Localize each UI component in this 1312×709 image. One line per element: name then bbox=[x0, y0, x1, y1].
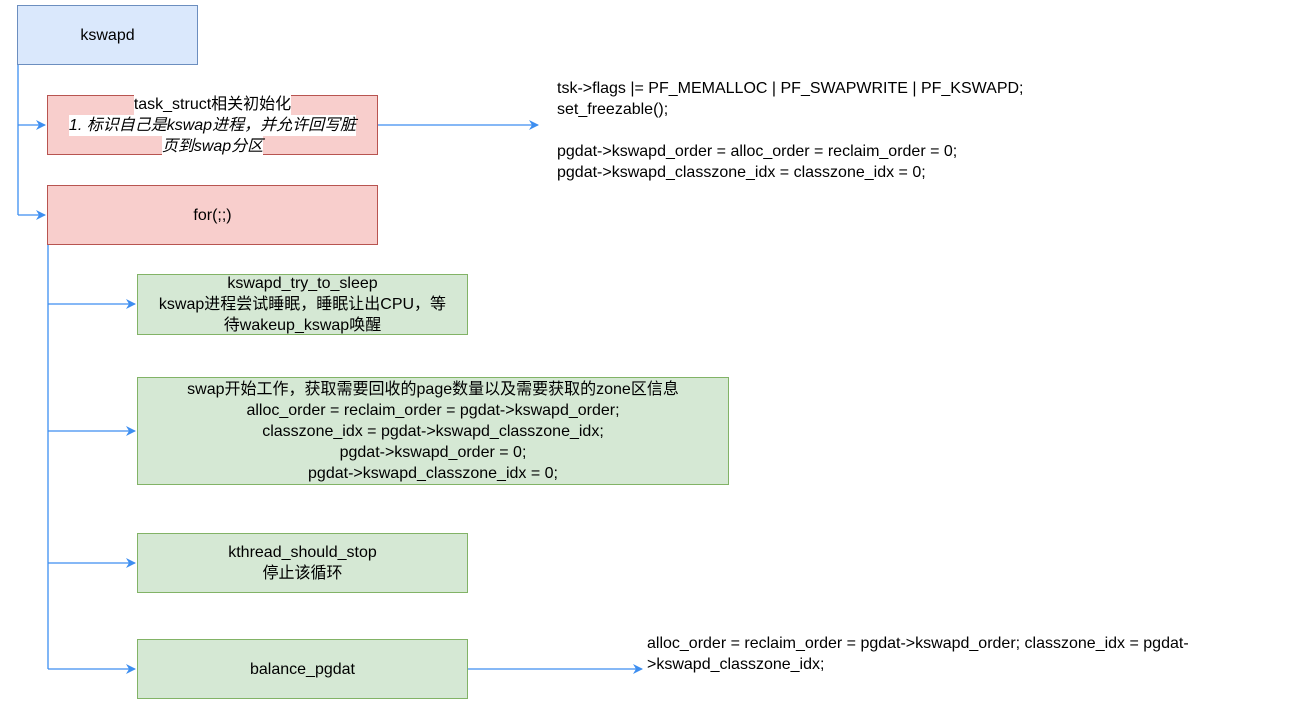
note-balance-code: alloc_order = reclaim_order = pgdat->ksw… bbox=[647, 633, 1189, 675]
node-swap-work: swap开始工作，获取需要回收的page数量以及需要获取的zone区信息 all… bbox=[137, 377, 729, 485]
note-init-line: set_freezable(); bbox=[557, 101, 669, 118]
note-balance-line: alloc_order = reclaim_order = pgdat->ksw… bbox=[647, 635, 1189, 652]
note-init-line: pgdat->kswapd_classzone_idx = classzone_… bbox=[557, 164, 926, 181]
node-work-line2: alloc_order = reclaim_order = pgdat->ksw… bbox=[246, 401, 620, 419]
node-work-line4: pgdat->kswapd_order = 0; bbox=[339, 443, 527, 461]
note-balance-line: >kswapd_classzone_idx; bbox=[647, 656, 825, 673]
node-task-struct-init: task_struct相关初始化 1. 标识自己是kswap进程，并允许回写脏 … bbox=[47, 93, 378, 157]
node-work-line5: pgdat->kswapd_classzone_idx = 0; bbox=[308, 464, 558, 482]
node-balance-label: balance_pgdat bbox=[250, 660, 355, 678]
node-kswapd-label: kswapd bbox=[80, 26, 135, 44]
node-sleep-line2: kswap进程尝试睡眠，睡眠让出CPU，等 bbox=[158, 296, 447, 313]
node-balance-pgdat: balance_pgdat bbox=[137, 639, 468, 699]
note-init-line: tsk->flags |= PF_MEMALLOC | PF_SWAPWRITE… bbox=[557, 80, 1024, 97]
node-stop-line1: kthread_should_stop bbox=[228, 544, 377, 561]
node-sleep-line3: 待wakeup_kswap唤醒 bbox=[223, 317, 382, 334]
node-init-title: task_struct相关初始化 bbox=[133, 93, 292, 115]
node-loop-label: for(;;) bbox=[193, 206, 232, 224]
note-init-line bbox=[557, 120, 1024, 141]
node-kthread-should-stop: kthread_should_stop 停止该循环 bbox=[137, 533, 468, 593]
node-stop-line2: 停止该循环 bbox=[262, 565, 343, 582]
node-work-line1: swap开始工作，获取需要回收的page数量以及需要获取的zone区信息 bbox=[187, 380, 679, 398]
node-init-line1: 1. 标识自己是kswap进程，并允许回写脏 bbox=[68, 114, 357, 136]
node-kswapd-try-to-sleep: kswapd_try_to_sleep kswap进程尝试睡眠，睡眠让出CPU，… bbox=[137, 274, 468, 335]
node-init-line2: 页到swap分区 bbox=[161, 135, 264, 157]
node-sleep-line1: kswapd_try_to_sleep bbox=[227, 275, 378, 292]
note-init-code: tsk->flags |= PF_MEMALLOC | PF_SWAPWRITE… bbox=[557, 78, 1024, 183]
note-init-line: pgdat->kswapd_order = alloc_order = recl… bbox=[557, 143, 958, 160]
node-kswapd: kswapd bbox=[17, 5, 198, 65]
node-work-line3: classzone_idx = pgdat->kswapd_classzone_… bbox=[262, 422, 604, 440]
node-for-loop: for(;;) bbox=[47, 185, 378, 245]
